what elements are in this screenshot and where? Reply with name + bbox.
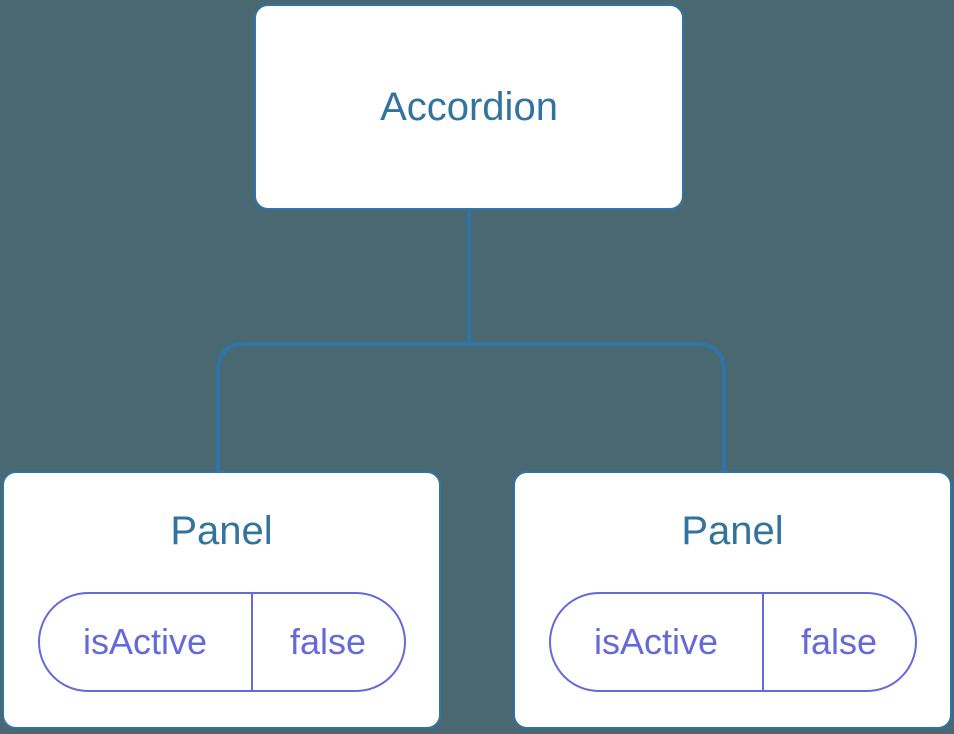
accordion-label: Accordion <box>380 85 558 129</box>
connector-branch <box>216 342 726 473</box>
panel-2-state-key: isActive <box>551 594 764 690</box>
node-accordion: Accordion <box>254 4 684 210</box>
panel-1-state-value: false <box>290 621 367 662</box>
panel-1-label: Panel <box>170 509 273 553</box>
panel-1-state-pill: isActive false <box>37 592 406 692</box>
panel-2-state-pill: isActive false <box>548 592 917 692</box>
panel-2-label: Panel <box>681 509 784 553</box>
panel-2-state-value: false <box>801 621 878 662</box>
node-panel-1: Panel isActive false <box>2 471 441 729</box>
panel-1-state-key: isActive <box>40 594 253 690</box>
node-panel-2: Panel isActive false <box>513 471 952 729</box>
